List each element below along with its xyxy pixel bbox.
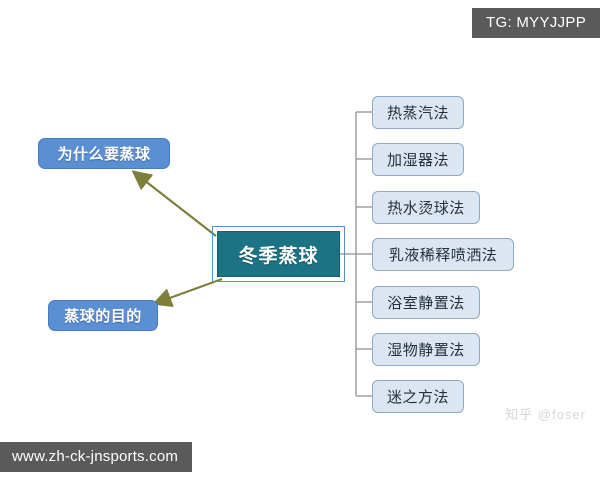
watermark: 知乎 @foser bbox=[505, 407, 586, 422]
right-branch-label-2: 热水烫球法 bbox=[387, 200, 465, 217]
left-branch-node-1[interactable]: 蒸球的目的 bbox=[48, 300, 158, 331]
right-branch-node-0[interactable]: 热蒸汽法 bbox=[372, 96, 464, 129]
right-branch-node-4[interactable]: 浴室静置法 bbox=[372, 286, 480, 319]
left-branch-label-0: 为什么要蒸球 bbox=[57, 146, 151, 163]
connector-left-1 bbox=[151, 277, 223, 308]
right-branch-node-6[interactable]: 迷之方法 bbox=[372, 380, 464, 413]
footer-url-bar: www.zh-ck-jnsports.com bbox=[0, 442, 193, 472]
tg-badge: TG: MYYJJPP bbox=[472, 8, 600, 38]
right-branch-label-0: 热蒸汽法 bbox=[386, 105, 449, 122]
left-branch-label-1: 蒸球的目的 bbox=[64, 308, 142, 325]
right-branch-label-1: 加湿器法 bbox=[386, 152, 449, 169]
connector-left-0 bbox=[131, 170, 217, 237]
right-branch-node-2[interactable]: 热水烫球法 bbox=[372, 191, 480, 224]
center-node-label: 冬季蒸球 bbox=[238, 245, 319, 267]
right-branch-node-5[interactable]: 湿物静置法 bbox=[372, 333, 480, 366]
right-branch-node-3[interactable]: 乳液稀释喷洒法 bbox=[372, 238, 514, 271]
right-branch-node-1[interactable]: 加湿器法 bbox=[372, 143, 464, 176]
selection-frame bbox=[212, 226, 345, 282]
right-branch-label-6: 迷之方法 bbox=[386, 389, 449, 406]
right-branch-label-5: 湿物静置法 bbox=[387, 342, 465, 359]
right-branch-label-3: 乳液稀释喷洒法 bbox=[388, 247, 498, 264]
center-node[interactable]: 冬季蒸球 bbox=[217, 231, 340, 277]
left-branch-node-0[interactable]: 为什么要蒸球 bbox=[38, 138, 170, 169]
right-branch-label-4: 浴室静置法 bbox=[387, 295, 465, 312]
